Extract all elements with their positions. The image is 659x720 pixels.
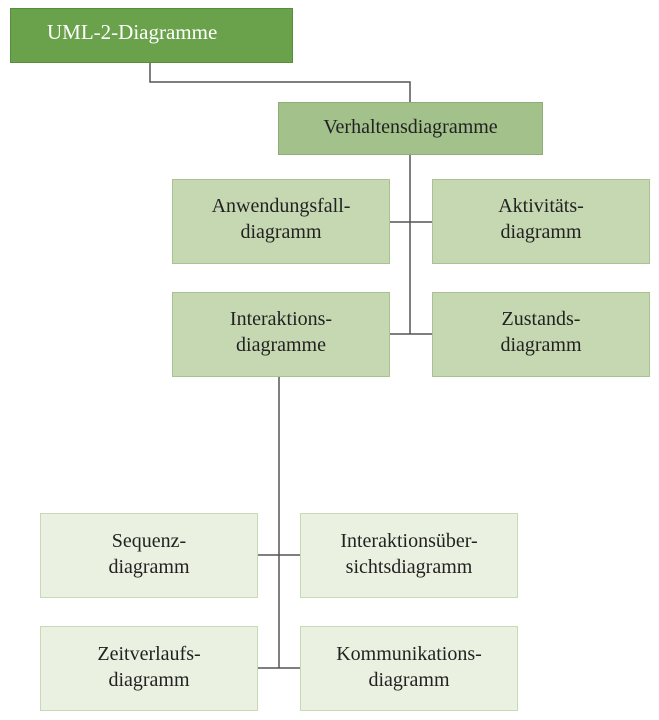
node-interaction-overview-diagram: Interaktionsüber- sichtsdiagramm <box>300 513 518 598</box>
node-uml2-diagrams: UML-2-Diagramme <box>10 8 293 63</box>
node-communication-diagram: Kommunikations- diagramm <box>300 626 518 711</box>
connector-root-behavior <box>149 63 411 102</box>
node-state-diagram: Zustands- diagramm <box>432 292 650 377</box>
node-behavior-diagrams: Verhaltensdiagramme <box>278 102 543 155</box>
node-timing-diagram: Zeitverlaufs- diagramm <box>40 626 258 711</box>
node-sequence-diagram: Sequenz- diagramm <box>40 513 258 598</box>
node-activity-diagram: Aktivitäts- diagramm <box>432 179 650 264</box>
node-interaction-diagrams: Interaktions- diagramme <box>172 292 390 377</box>
node-use-case-diagram: Anwendungsfall- diagramm <box>172 179 390 264</box>
